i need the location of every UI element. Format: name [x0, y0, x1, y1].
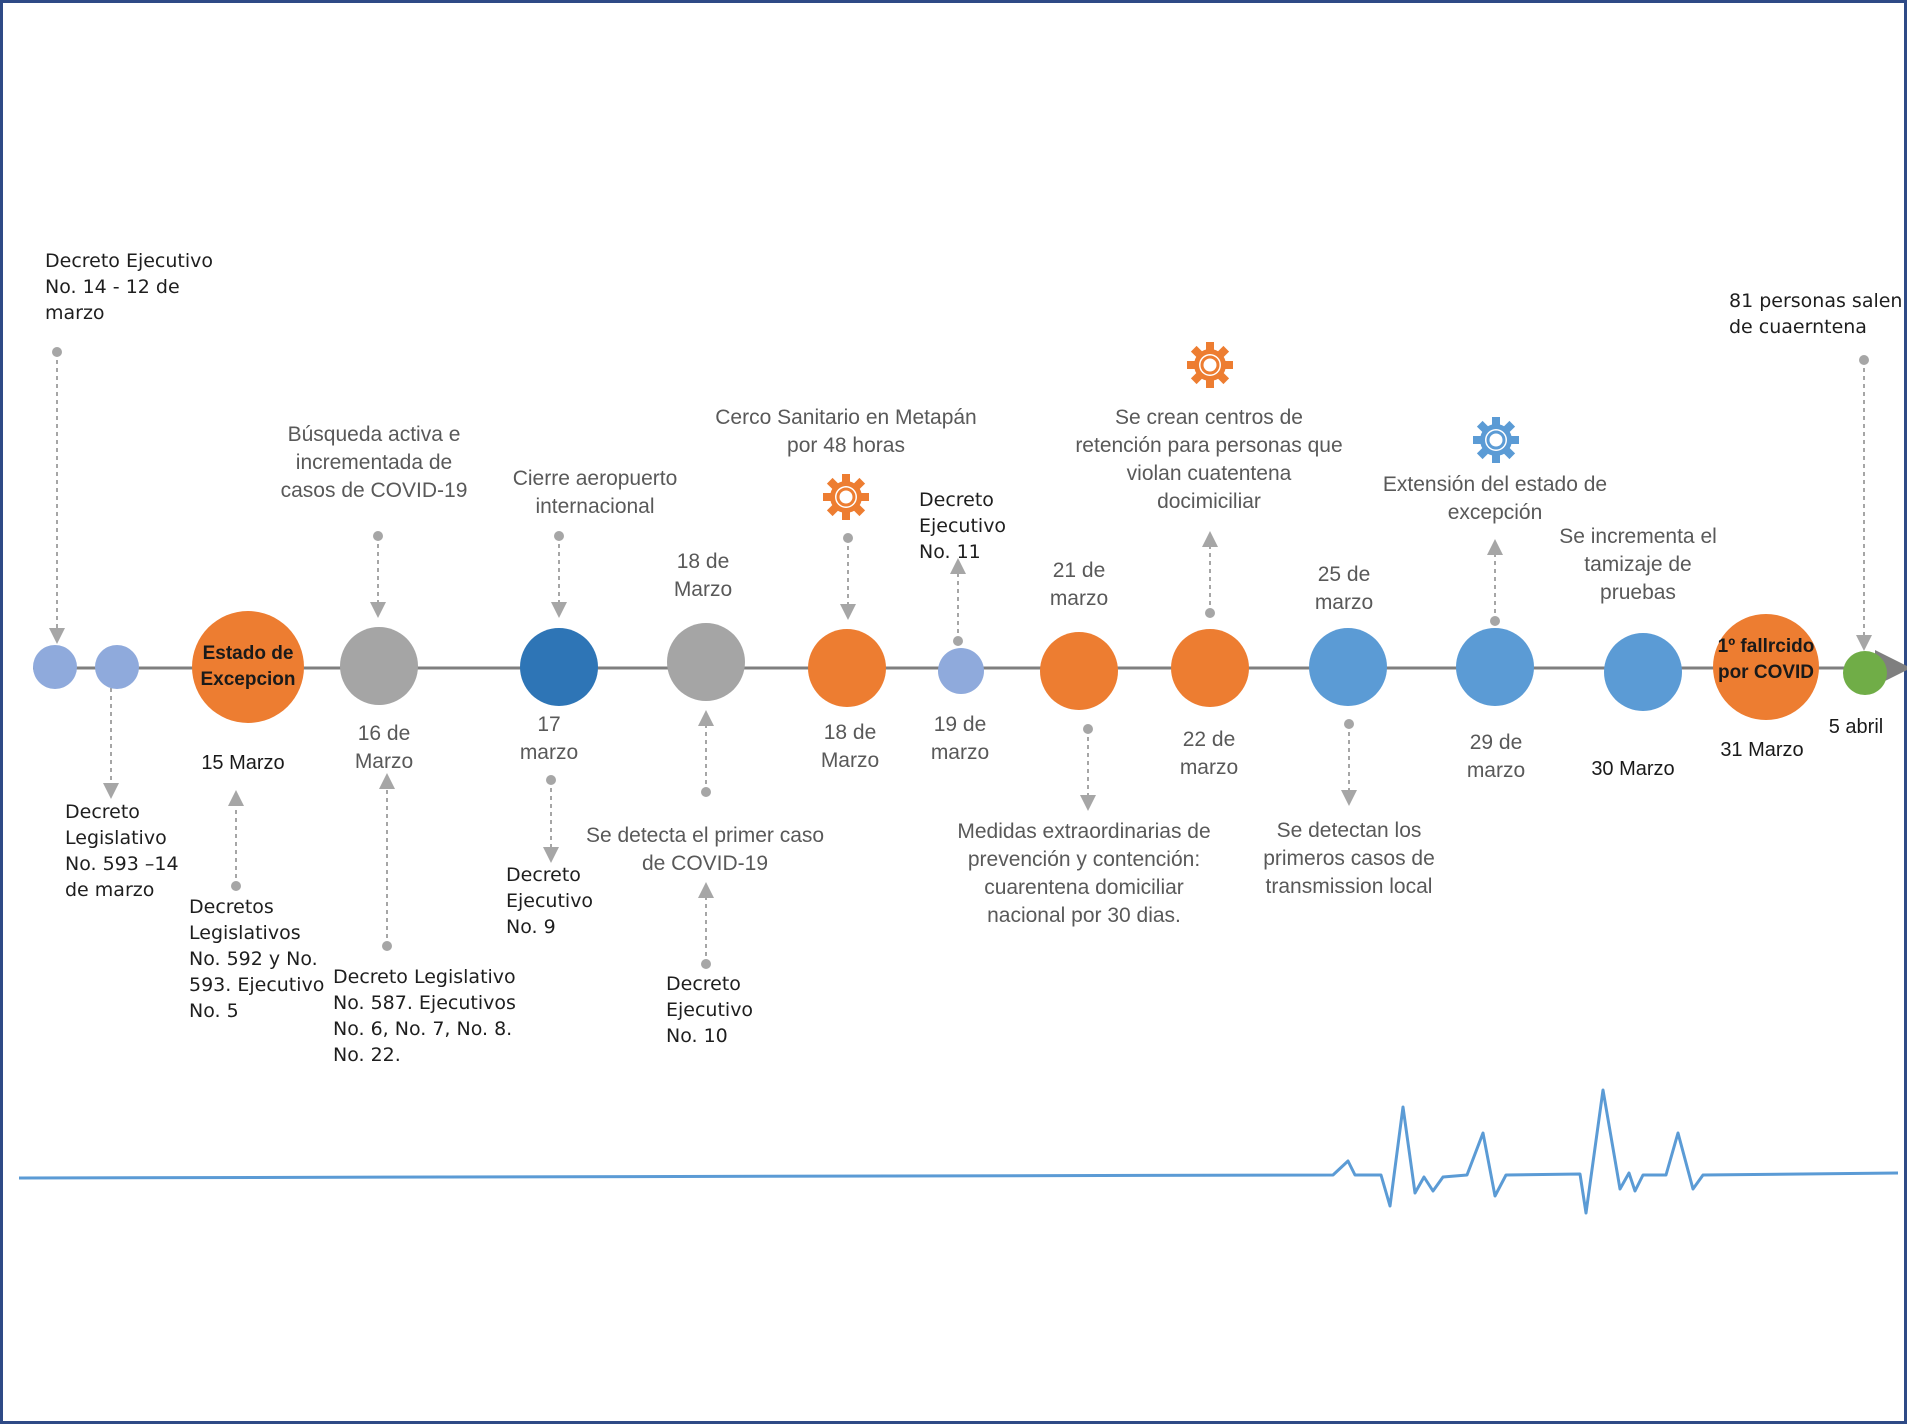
- date-29-marzo: 29 de marzo: [1466, 731, 1526, 782]
- date-30-marzo: 30 Marzo: [1591, 758, 1675, 780]
- decreto-ejecutivo-10-text: Decreto Ejecutivo No. 10: [666, 973, 754, 1047]
- node-1: [33, 645, 77, 689]
- date-16-marzo: 16 de Marzo: [354, 722, 414, 773]
- date-15-marzo: 15 Marzo: [201, 752, 285, 774]
- connector-primeros-casos: [1341, 719, 1357, 806]
- connector-medidas: [1080, 724, 1096, 811]
- decretos-legislativos-592-text: Decretos Legislativos No. 592 y No. 593.…: [189, 896, 325, 1022]
- node-estado-excepcion: [192, 611, 304, 723]
- primer-caso-text: Se detecta el primer caso de COVID-19: [585, 824, 825, 875]
- decreto-ejecutivo-11-text: Decreto Ejecutivo No. 11: [919, 489, 1007, 563]
- node-25-marzo: [1309, 628, 1387, 706]
- extension-estado-text: Extensión del estado de excepción: [1382, 473, 1608, 524]
- connector-decreto-ej-14: [49, 347, 65, 644]
- cerco-sanitario-text: Cerco Sanitario en Metapán por 48 horas: [715, 406, 977, 457]
- node-30-marzo: [1604, 633, 1682, 711]
- personas-salen-text: 81 personas salen de cuaerntena: [1729, 290, 1903, 338]
- date-22-marzo: 22 de marzo: [1179, 728, 1239, 779]
- node-16-marzo: [340, 627, 418, 705]
- gear-icon-centros: [1187, 342, 1233, 388]
- connector-decreto-ej-10: [698, 882, 714, 969]
- date-18-marzo-top: 18 de Marzo: [673, 550, 733, 601]
- heartbeat-line: [18, 1088, 1899, 1215]
- decreto-ejecutivo-9-text: Decreto Ejecutivo No. 9: [506, 864, 594, 938]
- connector-primer-caso: [698, 710, 714, 797]
- connector-cierre-aeropuerto: [551, 531, 567, 618]
- date-17-marzo: 17 marzo: [519, 713, 579, 764]
- gear-icon-cerco: [823, 474, 869, 520]
- date-5-abril: 5 abril: [1828, 716, 1884, 738]
- date-19-marzo: 19 de marzo: [930, 713, 990, 764]
- decreto-legislativo-593-text: Decreto Legislativo No. 593 –14 de marzo: [65, 801, 179, 901]
- connector-cerco: [840, 533, 856, 620]
- tamizaje-text: Se incrementa el tamizaje de pruebas: [1559, 525, 1717, 604]
- date-25-marzo: 25 de marzo: [1314, 563, 1374, 614]
- connector-decreto-leg-587: [379, 773, 395, 951]
- node-fallecido: [1713, 614, 1819, 720]
- node-22-marzo: [1171, 629, 1249, 707]
- centros-retencion-text: Se crean centros de retención para perso…: [1075, 406, 1343, 513]
- connector-centros: [1202, 531, 1218, 618]
- date-18-marzo-bottom: 18 de Marzo: [820, 721, 880, 772]
- connector-decreto-ej-11: [950, 558, 966, 646]
- timeline-graphics: [18, 342, 1907, 1215]
- node-5-abril: [1843, 651, 1887, 695]
- primeros-casos-text: Se detectan los primeros casos de transm…: [1263, 819, 1435, 898]
- node-29-marzo: [1456, 628, 1534, 706]
- node-18-marzo-gray: [667, 623, 745, 701]
- date-31-marzo: 31 Marzo: [1720, 739, 1804, 761]
- busqueda-activa-text: Búsqueda activa e incrementada de casos …: [280, 423, 468, 502]
- estado-excepcion-label: Estado de Excepcion: [200, 643, 296, 690]
- node-2: [95, 645, 139, 689]
- decreto-legislativo-587-text: Decreto Legislativo No. 587. Ejecutivos …: [333, 966, 516, 1066]
- connector-decretos-leg-592: [228, 790, 244, 891]
- node-19-marzo: [938, 648, 984, 694]
- date-21-marzo: 21 de marzo: [1049, 559, 1109, 610]
- cierre-aeropuerto-text: Cierre aeropuerto internacional: [512, 467, 678, 518]
- connector-personas-salen: [1856, 355, 1872, 651]
- gear-icon-extension: [1473, 417, 1519, 463]
- node-21-marzo: [1040, 632, 1118, 710]
- connector-decreto-ej-9: [543, 775, 559, 863]
- node-17-marzo: [520, 628, 598, 706]
- node-18-marzo-orange: [808, 629, 886, 707]
- decreto-ejecutivo-14-text: Decreto Ejecutivo No. 14 - 12 de marzo: [45, 250, 214, 324]
- connector-busqueda: [370, 531, 386, 618]
- fallecido-label: 1º fallrcido por COVID: [1717, 636, 1815, 683]
- medidas-extraordinarias-text: Medidas extraordinarias de prevención y …: [957, 820, 1211, 927]
- connector-extension: [1487, 539, 1503, 626]
